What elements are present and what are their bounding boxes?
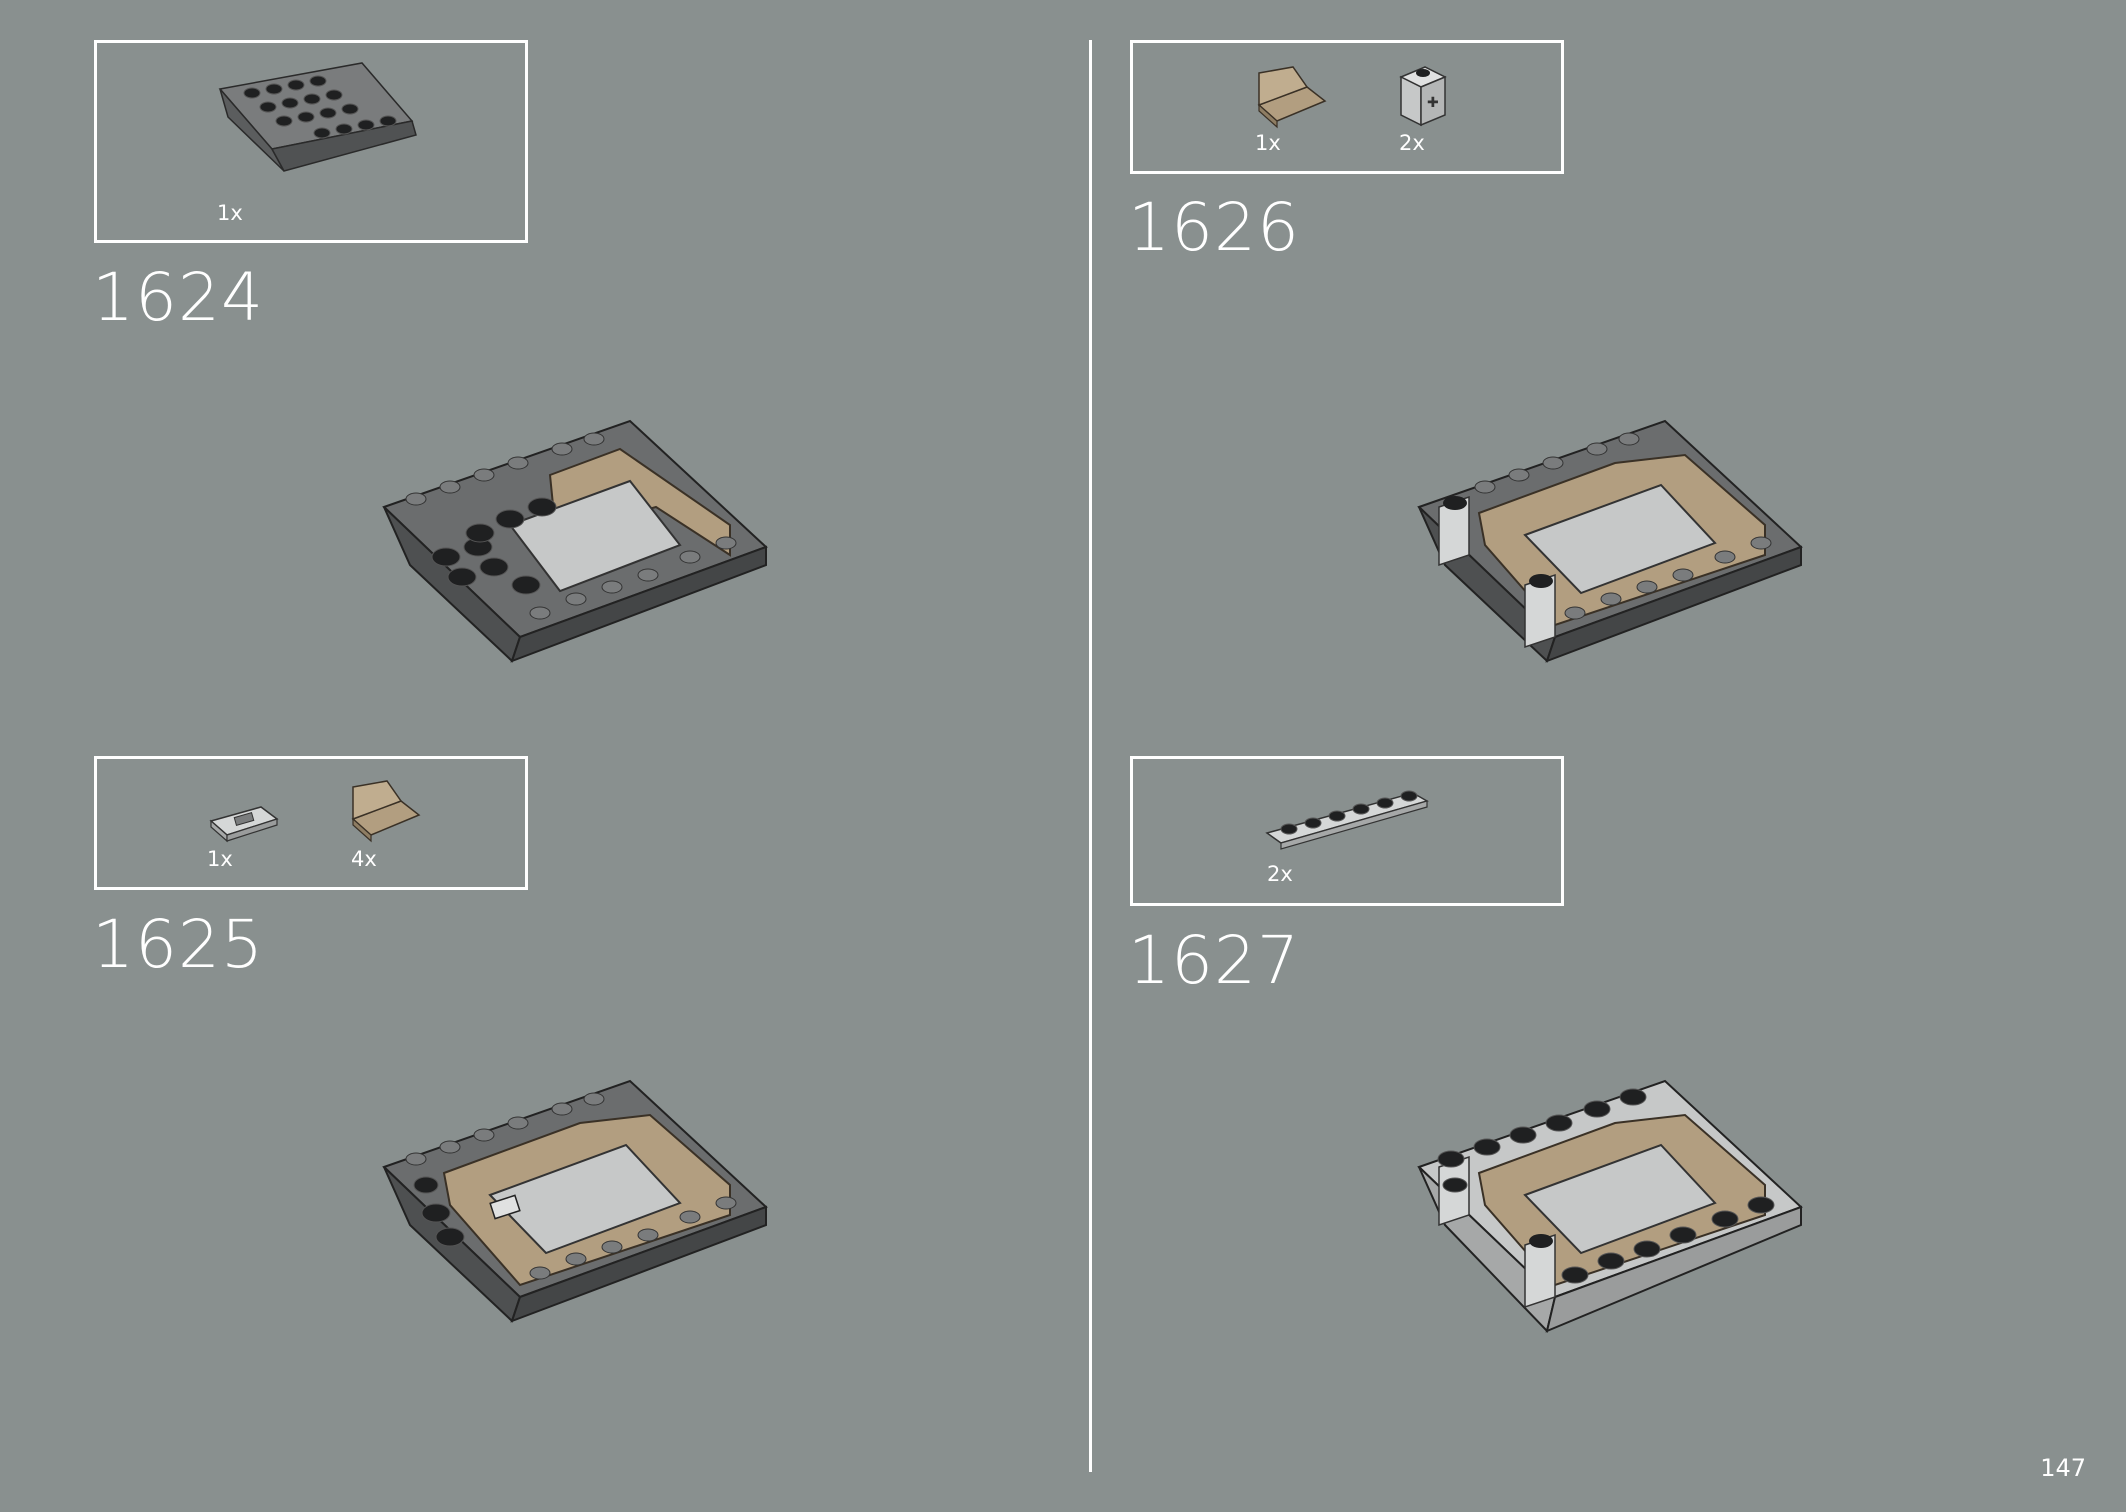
parts-box-step-1624: 1x [94, 40, 528, 243]
part-qty: 1x [207, 847, 233, 871]
step-number: 1627 [1128, 922, 1300, 999]
part-qty: 2x [1399, 131, 1425, 155]
parts-box-step-1627: 2x [1130, 756, 1564, 906]
part-tan-bracket [351, 780, 421, 843]
part-plate-1x6 [1265, 790, 1429, 850]
part-brick-with-axle-hole: ✚ [1399, 66, 1447, 127]
step-1625-model [382, 1079, 768, 1323]
part-qty: 2x [1267, 862, 1293, 886]
part-qty: 4x [351, 847, 377, 871]
step-number: 1624 [92, 259, 264, 336]
step-1627-model [1417, 1079, 1803, 1334]
parts-box-step-1626: 1x ✚ 2x [1130, 40, 1564, 174]
step-number: 1625 [92, 906, 264, 983]
svg-text:✚: ✚ [1427, 95, 1439, 111]
parts-box-step-1625: 1x 4x [94, 756, 528, 890]
page-divider [1089, 40, 1092, 1472]
part-jumper-plate [209, 806, 279, 843]
part-inverted-slope-plate [218, 62, 417, 172]
step-1624-model [382, 419, 768, 663]
part-qty: 1x [1255, 131, 1281, 155]
part-qty: 1x [217, 201, 243, 225]
part-tan-bracket [1257, 66, 1327, 129]
page-number: 147 [2040, 1454, 2086, 1482]
step-1626-model [1417, 419, 1803, 663]
step-number: 1626 [1128, 189, 1300, 266]
